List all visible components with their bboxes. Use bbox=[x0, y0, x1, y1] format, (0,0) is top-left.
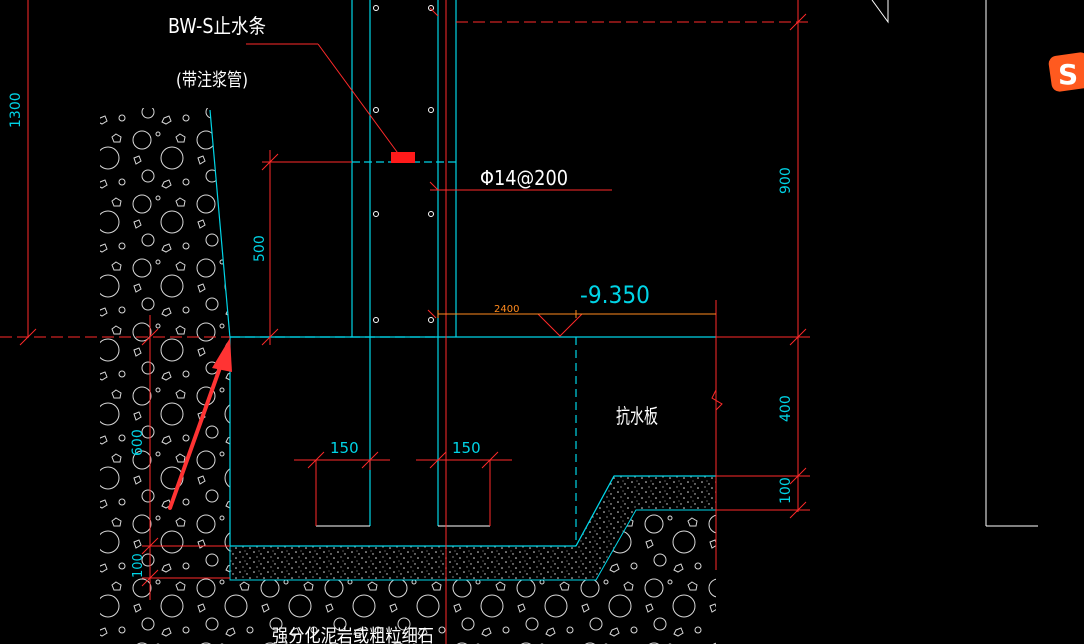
bottom-note-label: 强分化泥岩或粗粒细石 bbox=[272, 626, 434, 644]
dim-2400: 2400 bbox=[494, 304, 519, 315]
sogou-s-logo-icon[interactable]: S bbox=[1048, 51, 1084, 92]
red-dimension-lines bbox=[0, 0, 810, 644]
dim-1300: 1300 bbox=[8, 92, 24, 128]
dim-100-right: 100 bbox=[778, 477, 794, 504]
waterstop-label: BW-S止水条 bbox=[168, 14, 266, 38]
dim-900: 900 bbox=[778, 167, 794, 194]
dim-100-left: 100 bbox=[131, 553, 146, 578]
dim-150-a: 150 bbox=[330, 439, 359, 457]
dim-600: 600 bbox=[130, 429, 146, 456]
grout-pipe-label: (带注浆管) bbox=[176, 70, 248, 91]
white-lines bbox=[316, 0, 1038, 527]
dim-150-b: 150 bbox=[452, 439, 481, 457]
rebar-label: Φ14@200 bbox=[480, 166, 568, 190]
svg-text:S: S bbox=[1058, 58, 1078, 91]
elevation-label: -9.350 bbox=[580, 281, 650, 309]
red-annotation-arrow-icon bbox=[168, 338, 232, 510]
rebar-dots bbox=[373, 5, 434, 323]
structure-outline bbox=[209, 0, 716, 547]
slab-label: 抗水板 bbox=[616, 404, 658, 428]
soil-hatch bbox=[100, 108, 716, 644]
dim-400: 400 bbox=[778, 395, 794, 422]
waterstop-block bbox=[391, 152, 415, 163]
dim-500: 500 bbox=[252, 235, 268, 262]
